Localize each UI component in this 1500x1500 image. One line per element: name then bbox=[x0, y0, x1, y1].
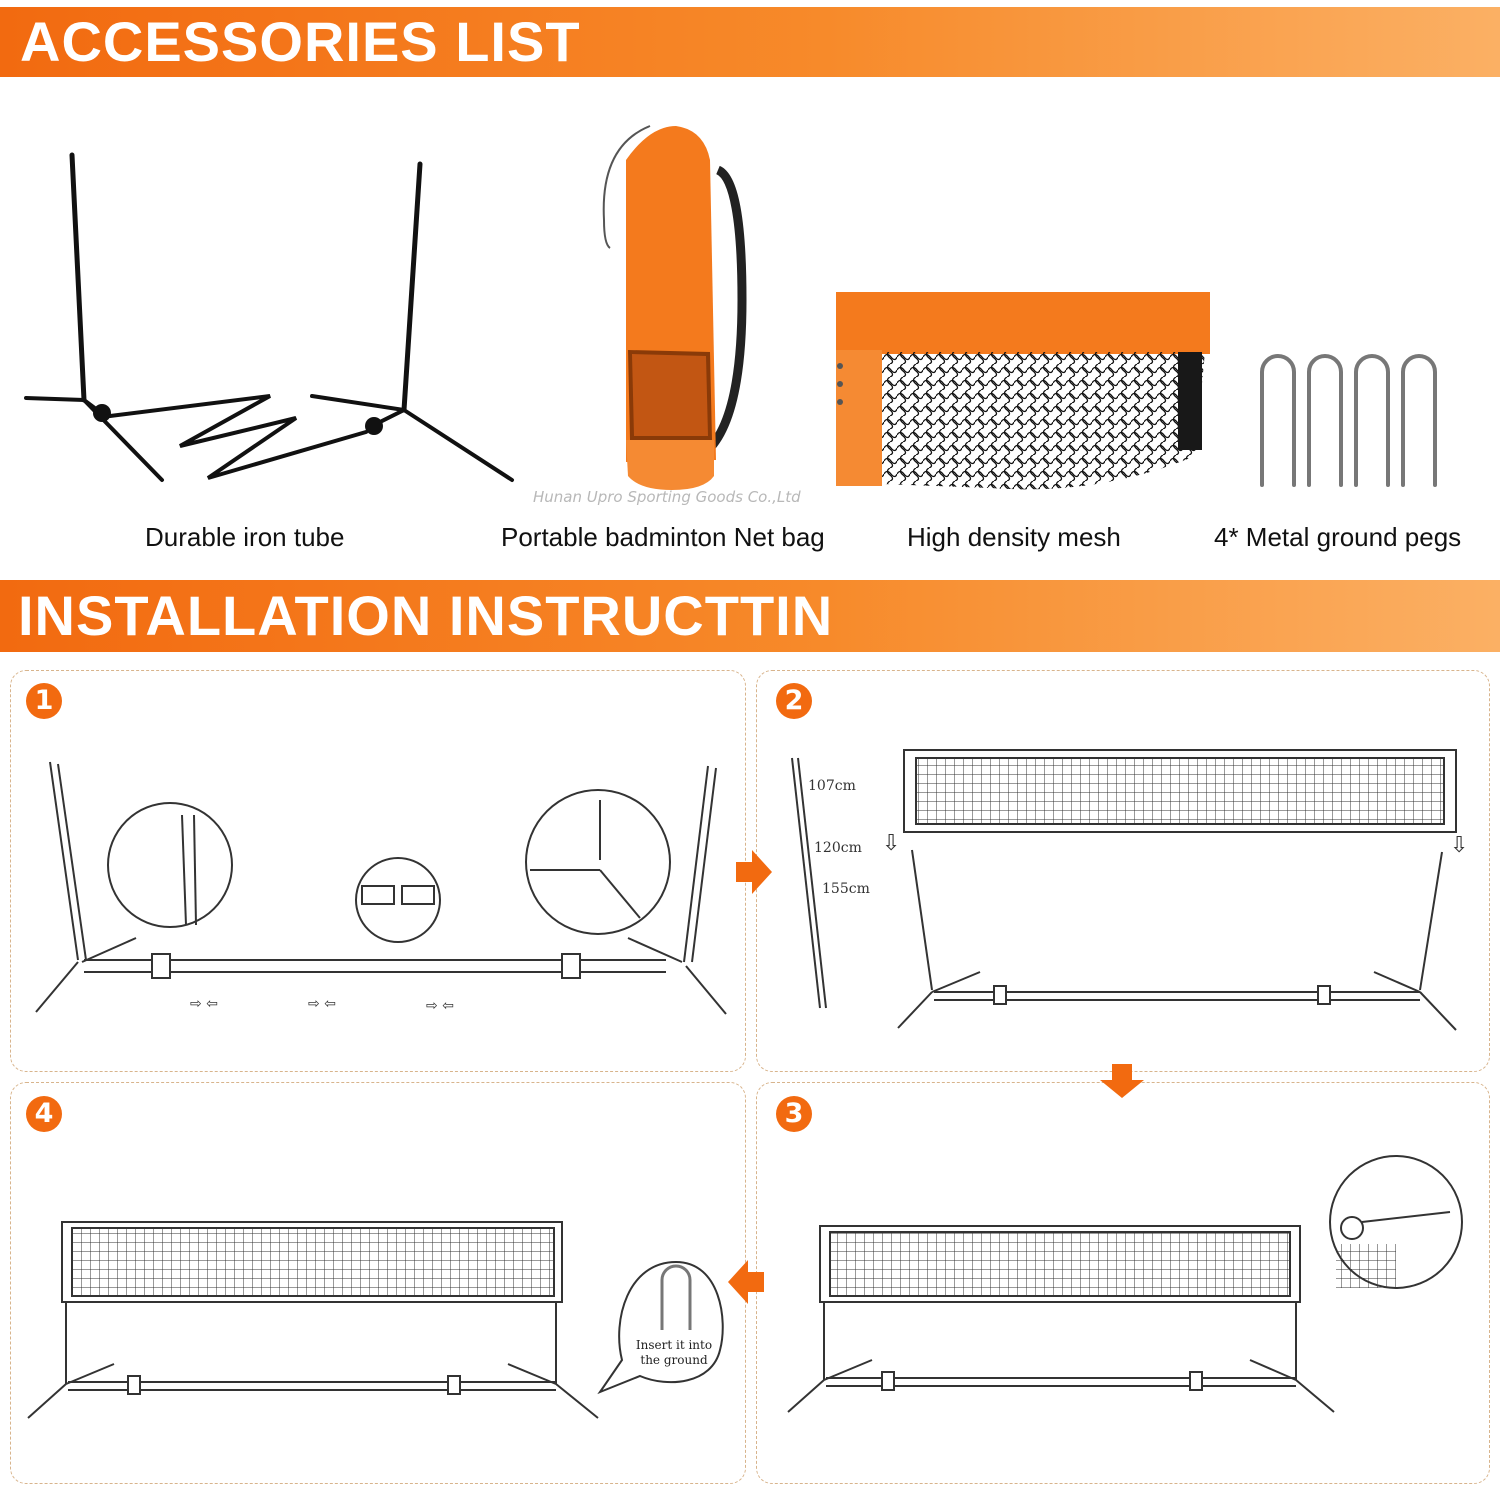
step-1-drawing: ⇨ ⇦ ⇨ ⇦ ⇨ ⇦ bbox=[35, 761, 727, 1015]
installation-banner: INSTALLATION INSTRUCTTIN bbox=[0, 580, 1500, 652]
caption-ground-pegs: 4* Metal ground pegs bbox=[1214, 522, 1462, 552]
step-2-drawing: ⇩ ⇩ bbox=[791, 749, 1468, 1031]
measurement-label-107: 107cm bbox=[808, 778, 856, 794]
accessories-banner: ACCESSORIES LIST bbox=[0, 7, 1500, 77]
flow-arrows bbox=[728, 850, 1144, 1304]
step-1-badge: 1 bbox=[26, 683, 62, 719]
caption-mesh: High density mesh bbox=[907, 522, 1121, 552]
svg-text:⇨ ⇦: ⇨ ⇦ bbox=[308, 996, 336, 1012]
accessories-title: ACCESSORIES LIST bbox=[20, 10, 581, 73]
step-4-badge: 4 bbox=[26, 1096, 62, 1132]
accessories-artwork bbox=[24, 125, 1437, 490]
svg-text:⇩: ⇩ bbox=[882, 831, 900, 856]
insert-ground-note: Insert it into the ground bbox=[635, 1338, 713, 1367]
step-3-badge: 3 bbox=[776, 1096, 812, 1132]
company-watermark: Hunan Upro Sporting Goods Co.,Ltd bbox=[533, 488, 801, 506]
step-3-drawing bbox=[787, 1155, 1463, 1413]
step-4-drawing bbox=[27, 1221, 724, 1419]
svg-text:⇩: ⇩ bbox=[1450, 833, 1468, 858]
step-2-badge: 2 bbox=[776, 683, 812, 719]
caption-iron-tube: Durable iron tube bbox=[145, 522, 345, 552]
ground-pegs-image bbox=[1260, 354, 1437, 487]
caption-net-bag: Portable badminton Net bag bbox=[501, 522, 825, 552]
svg-text:⇨ ⇦: ⇨ ⇦ bbox=[190, 996, 218, 1012]
measurement-label-120: 120cm bbox=[814, 840, 862, 856]
high-density-mesh-image bbox=[836, 292, 1210, 490]
net-bag-image bbox=[602, 125, 747, 490]
svg-text:⇨ ⇦: ⇨ ⇦ bbox=[426, 998, 454, 1014]
measurement-label-155: 155cm bbox=[822, 881, 870, 897]
iron-tube-frame-image bbox=[24, 152, 514, 482]
installation-title: INSTALLATION INSTRUCTTIN bbox=[18, 584, 834, 647]
